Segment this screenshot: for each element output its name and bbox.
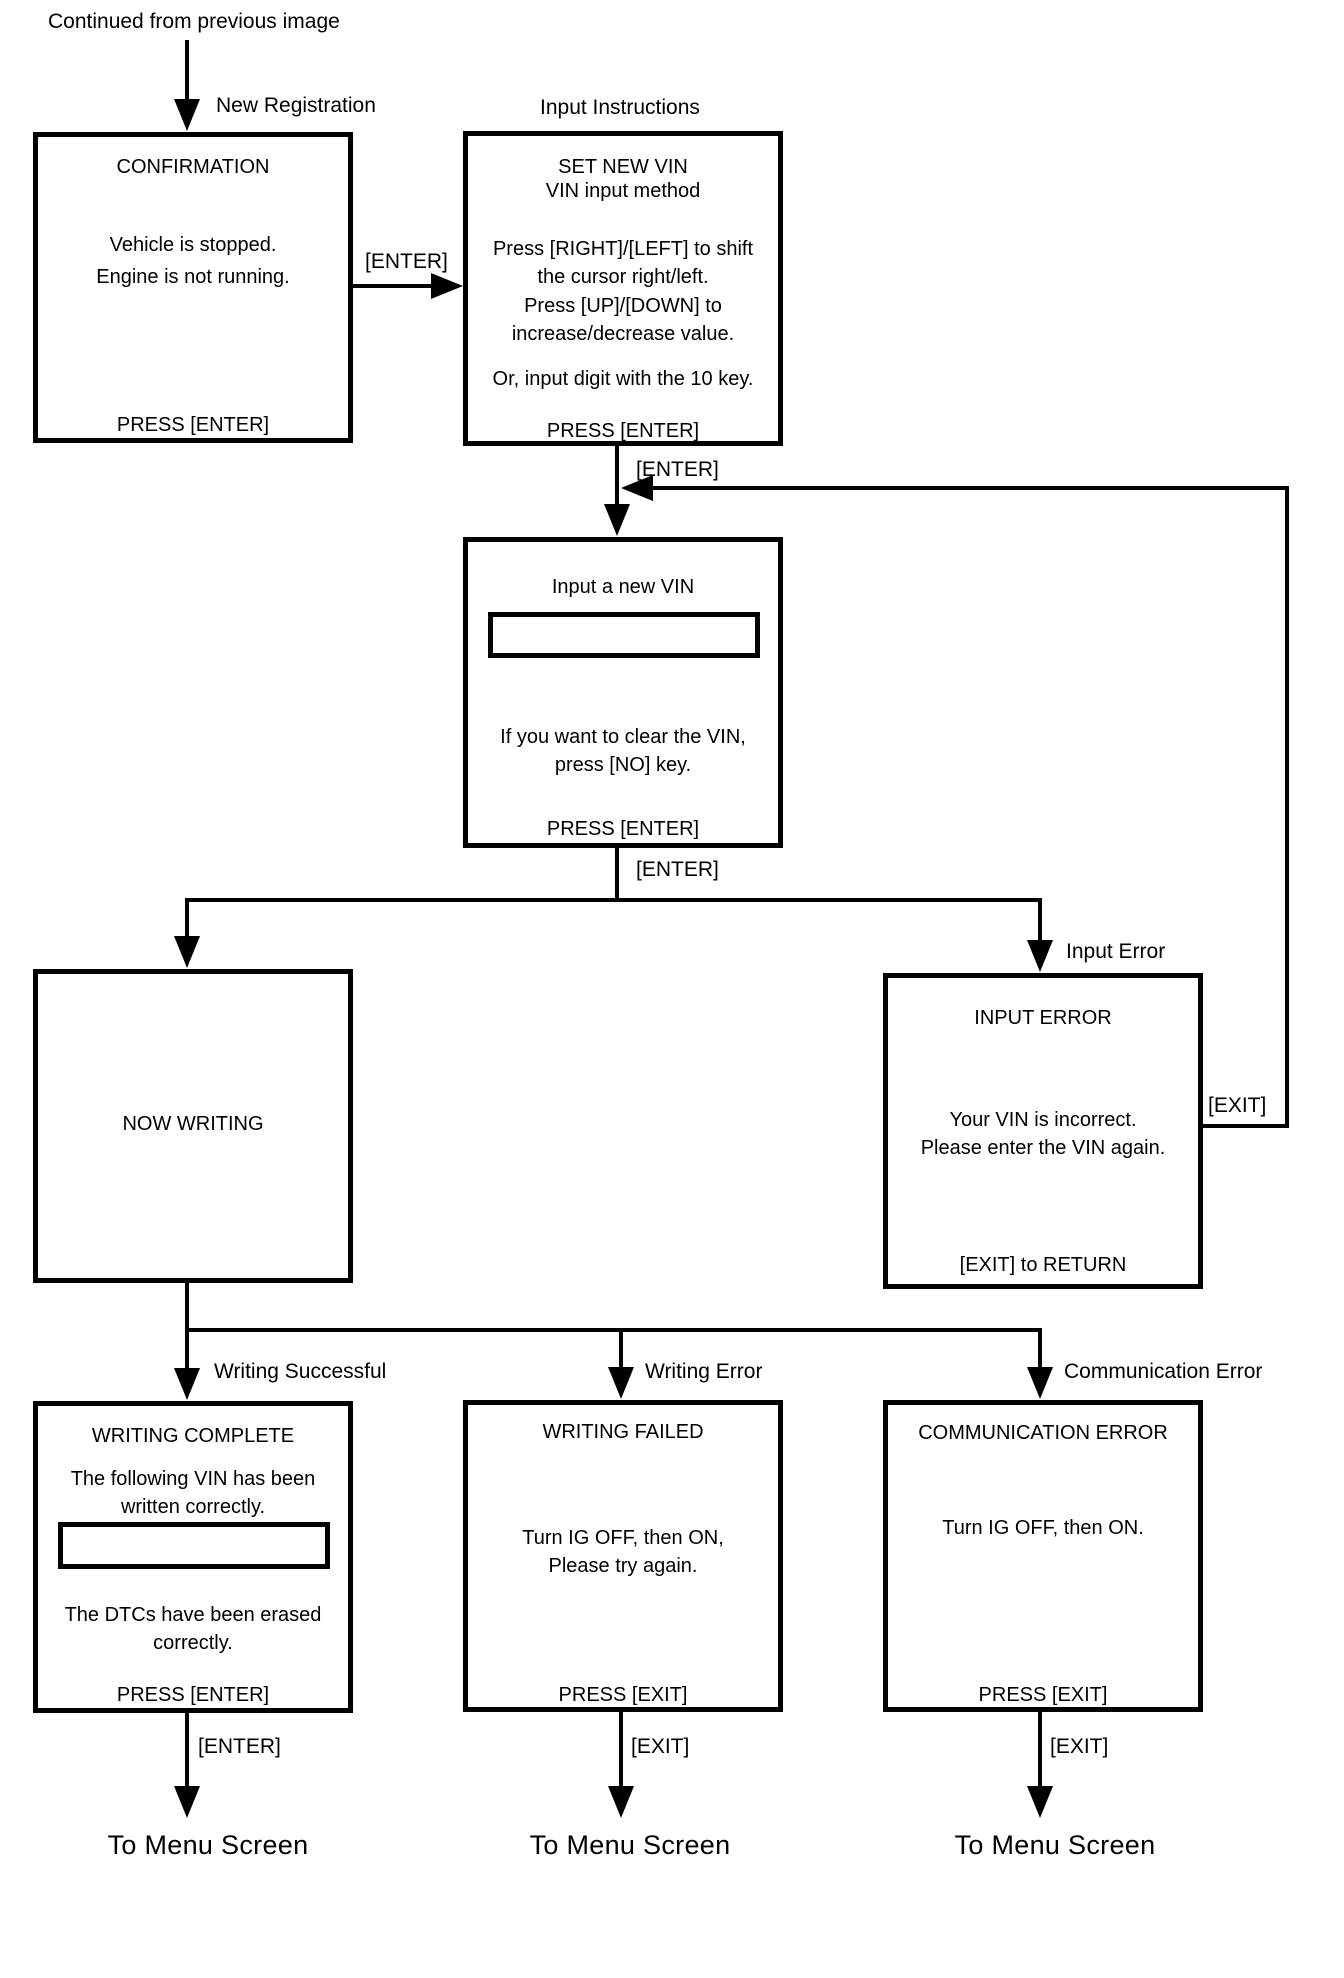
connector-line: [185, 898, 189, 938]
branch-label-new-registration: New Registration: [216, 94, 376, 117]
terminal-to-menu-screen: To Menu Screen: [954, 1830, 1156, 1860]
communication-error-box: COMMUNICATION ERROR Turn IG OFF, then ON…: [883, 1400, 1203, 1712]
branch-label-writing-successful: Writing Successful: [214, 1360, 387, 1383]
branch-label-communication-error: Communication Error: [1064, 1360, 1263, 1383]
arrow-left-icon: [621, 475, 653, 501]
terminal-to-menu-screen: To Menu Screen: [107, 1830, 309, 1860]
arrow-down-icon: [174, 1786, 200, 1818]
box-subtitle: VIN input method: [545, 180, 701, 202]
connector-line: [185, 1713, 189, 1788]
connector-line: [185, 1283, 189, 1330]
box-text: Press [UP]/[DOWN] to: [524, 295, 722, 317]
box-footer: PRESS [ENTER]: [546, 420, 700, 442]
box-footer: PRESS [EXIT]: [978, 1684, 1108, 1706]
connector-line: [353, 284, 433, 288]
set-new-vin-box: SET NEW VIN VIN input method Press [RIGH…: [463, 131, 783, 446]
arrow-down-icon: [174, 99, 200, 131]
box-text: increase/decrease value.: [511, 323, 735, 345]
writing-complete-box: WRITING COMPLETE The following VIN has b…: [33, 1401, 353, 1713]
branch-label-writing-error: Writing Error: [645, 1360, 763, 1383]
box-text: Your VIN is incorrect.: [949, 1109, 1137, 1131]
box-text: The DTCs have been erased: [64, 1604, 322, 1626]
arrow-down-icon: [1027, 940, 1053, 972]
connector-line: [185, 1328, 1042, 1332]
writing-failed-box: WRITING FAILED Turn IG OFF, then ON, Ple…: [463, 1400, 783, 1712]
connector-line: [615, 848, 619, 902]
box-text: Or, input digit with the 10 key.: [492, 368, 754, 390]
box-footer: PRESS [EXIT]: [558, 1684, 688, 1706]
edge-label-exit: [EXIT]: [631, 1735, 690, 1758]
connector-line: [1285, 486, 1289, 1128]
box-footer: PRESS [ENTER]: [116, 414, 270, 436]
arrow-down-icon: [174, 936, 200, 968]
arrow-right-icon: [431, 273, 463, 299]
arrow-down-icon: [608, 1367, 634, 1399]
box-text: press [NO] key.: [554, 754, 692, 776]
branch-label-input-error: Input Error: [1066, 940, 1166, 963]
connector-line: [1038, 1328, 1042, 1369]
box-text: The following VIN has been: [70, 1468, 316, 1490]
box-text: the cursor right/left.: [537, 266, 709, 288]
edge-label-enter: [ENTER]: [636, 858, 719, 881]
connector-line: [619, 1712, 623, 1788]
confirmation-box: CONFIRMATION Vehicle is stopped. Engine …: [33, 132, 353, 443]
arrow-down-icon: [604, 504, 630, 536]
box-title: INPUT ERROR: [974, 1007, 1112, 1029]
connector-line: [1038, 1712, 1042, 1788]
box-text: written correctly.: [120, 1496, 266, 1518]
box-title: COMMUNICATION ERROR: [918, 1422, 1168, 1444]
input-new-vin-box: Input a new VIN If you want to clear the…: [463, 537, 783, 848]
box-text: If you want to clear the VIN,: [500, 726, 746, 748]
edge-label-enter: [ENTER]: [198, 1735, 281, 1758]
connector-line: [615, 446, 619, 506]
connector-line: [185, 1328, 189, 1370]
connector-line: [1203, 1124, 1289, 1128]
arrow-down-icon: [1027, 1367, 1053, 1399]
branch-label-input-instructions: Input Instructions: [540, 96, 700, 119]
edge-label-exit: [EXIT]: [1050, 1735, 1109, 1758]
arrow-down-icon: [1027, 1786, 1053, 1818]
connector-line: [185, 40, 189, 102]
box-text: Press [RIGHT]/[LEFT] to shift: [492, 238, 754, 260]
box-title: Input a new VIN: [551, 576, 695, 598]
box-text: Please enter the VIN again.: [920, 1137, 1166, 1159]
vin-input-field: [488, 612, 760, 658]
box-title: CONFIRMATION: [116, 156, 270, 178]
arrow-down-icon: [174, 1368, 200, 1400]
terminal-to-menu-screen: To Menu Screen: [529, 1830, 731, 1860]
connector-line: [619, 1328, 623, 1369]
box-footer: PRESS [ENTER]: [546, 818, 700, 840]
box-text: Turn IG OFF, then ON,: [522, 1527, 724, 1549]
input-error-box: INPUT ERROR Your VIN is incorrect. Pleas…: [883, 973, 1203, 1289]
connector-line: [1038, 898, 1042, 942]
box-title: SET NEW VIN: [558, 156, 688, 178]
edge-label-exit: [EXIT]: [1208, 1094, 1267, 1117]
box-footer: PRESS [ENTER]: [116, 1684, 270, 1706]
box-text: Turn IG OFF, then ON.: [942, 1517, 1144, 1539]
continued-from-label: Continued from previous image: [48, 10, 340, 33]
connector-line: [650, 486, 1289, 490]
connector-line: [185, 898, 1042, 902]
vin-display-field: [58, 1522, 330, 1569]
edge-label-enter: [ENTER]: [636, 458, 719, 481]
box-footer: [EXIT] to RETURN: [959, 1254, 1127, 1276]
box-text: Engine is not running.: [96, 266, 290, 288]
now-writing-box: NOW WRITING: [33, 969, 353, 1283]
box-title: WRITING COMPLETE: [91, 1425, 295, 1447]
edge-label-enter: [ENTER]: [365, 250, 448, 273]
box-text: Please try again.: [548, 1555, 698, 1577]
box-title: WRITING FAILED: [542, 1421, 704, 1443]
arrow-down-icon: [608, 1786, 634, 1818]
box-text: correctly.: [153, 1632, 233, 1654]
box-title: NOW WRITING: [122, 1113, 264, 1135]
box-text: Vehicle is stopped.: [109, 234, 277, 256]
